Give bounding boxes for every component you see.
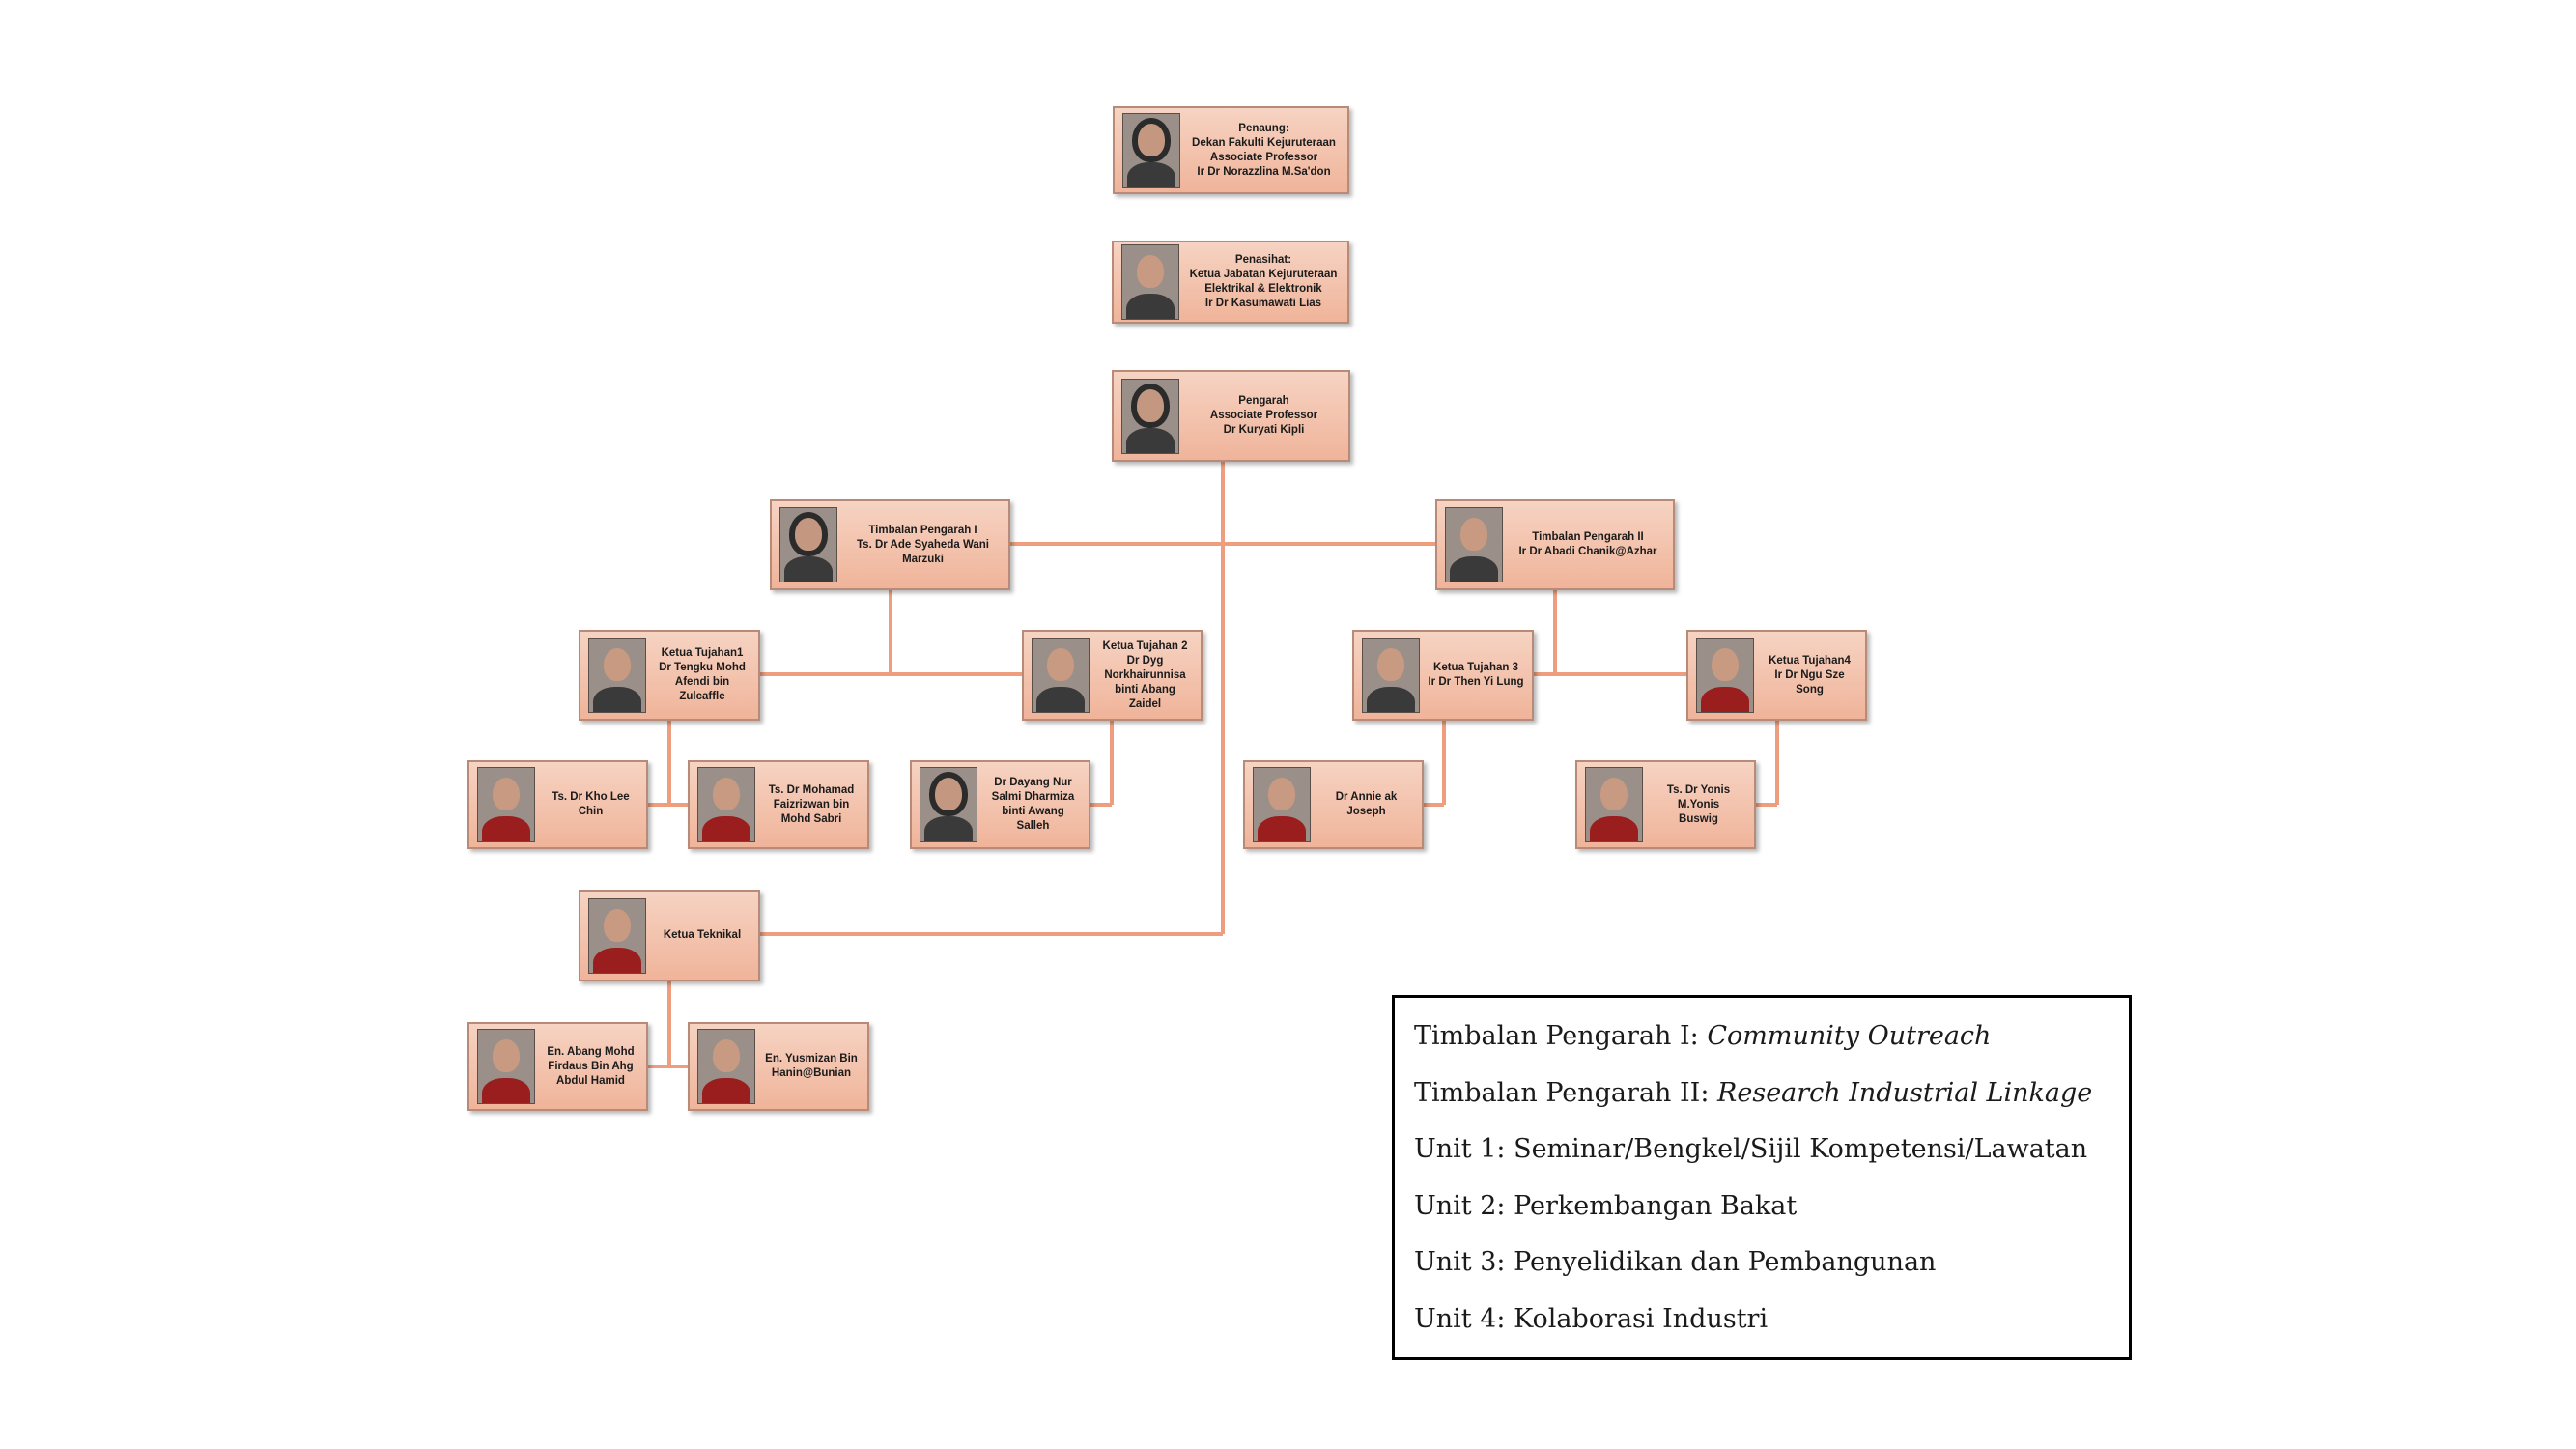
node-label: Penaung: Dekan Fakulti Kejuruteraan Asso… [1192,122,1336,178]
avatar [1362,638,1420,713]
node-member-abang-mohd-firdaus: En. Abang Mohd Firdaus Bin Ahg Abdul Ham… [467,1022,648,1111]
node-label: Dr Annie ak Joseph [1335,791,1398,817]
node-member-dayang-nur-salmi: Dr Dayang Nur Salmi Dharmiza binti Awang… [910,760,1090,849]
avatar [1585,767,1643,842]
node-label: Timbalan Pengarah II Ir Dr Abadi Chanik@… [1518,531,1657,557]
node-timbalan-pengarah-2: Timbalan Pengarah II Ir Dr Abadi Chanik@… [1435,499,1675,590]
node-label: En. Yusmizan Bin Hanin@Bunian [765,1053,858,1079]
node-label: Ts. Dr Mohamad Faizrizwan bin Mohd Sabri [768,783,855,825]
node-label: En. Abang Mohd Firdaus Bin Ahg Abdul Ham… [547,1045,635,1087]
node-ketua-tujahan-1: Ketua Tujahan1 Dr Tengku Mohd Afendi bin… [579,630,760,721]
avatar [477,1029,535,1104]
avatar [1696,638,1754,713]
avatar [1253,767,1311,842]
legend-row: Unit 4: Kolaborasi Industri [1414,1303,1769,1334]
node-label: Pengarah Associate Professor Dr Kuryati … [1209,395,1318,436]
node-member-yonis-buswig: Ts. Dr Yonis M.Yonis Buswig [1575,760,1756,849]
avatar [1121,244,1179,320]
avatar [1121,378,1179,454]
legend-row: Unit 3: Penyelidikan dan Pembangunan [1414,1247,1937,1277]
avatar [588,897,646,974]
node-timbalan-pengarah-1: Timbalan Pengarah I Ts. Dr Ade Syaheda W… [770,499,1010,590]
avatar [588,638,646,713]
legend-row: Unit 1: Seminar/Bengkel/Sijil Kompetensi… [1414,1134,2088,1164]
node-label: Ketua Tujahan 3 Ir Dr Then Yi Lung [1428,662,1524,688]
node-pengarah: Pengarah Associate Professor Dr Kuryati … [1112,370,1350,462]
node-label: Ketua Tujahan4 Ir Dr Ngu Sze Song [1769,654,1851,696]
node-ketua-tujahan-4: Ketua Tujahan4 Ir Dr Ngu Sze Song [1686,630,1867,721]
node-penaung: Penaung: Dekan Fakulti Kejuruteraan Asso… [1113,106,1349,194]
node-label: Ketua Tujahan1 Dr Tengku Mohd Afendi bin… [659,647,746,702]
legend-row: Timbalan Pengarah II: Research Industria… [1414,1077,2093,1108]
node-label: Ts. Dr Kho Lee Chin [552,791,630,817]
node-label: Ts. Dr Yonis M.Yonis Buswig [1666,783,1731,825]
avatar [1032,638,1090,713]
node-ketua-tujahan-2: Ketua Tujahan 2 Dr Dyg Norkhairunnisa bi… [1022,630,1203,721]
avatar [779,507,837,582]
node-member-kho-lee-chin: Ts. Dr Kho Lee Chin [467,760,648,849]
avatar [697,767,755,842]
node-penasihat: Penasihat: Ketua Jabatan Kejuruteraan El… [1112,241,1349,324]
node-member-yusmizan: En. Yusmizan Bin Hanin@Bunian [688,1022,869,1111]
node-label: Penasihat: Ketua Jabatan Kejuruteraan El… [1189,254,1338,309]
node-member-mohamad-faizrizwan: Ts. Dr Mohamad Faizrizwan bin Mohd Sabri [688,760,869,849]
legend-row: Timbalan Pengarah I: Community Outreach [1414,1021,1992,1051]
avatar [697,1029,755,1104]
legend-row: Unit 2: Perkembangan Bakat [1414,1190,1798,1221]
avatar [1445,507,1503,582]
node-member-annie-joseph: Dr Annie ak Joseph [1243,760,1424,849]
avatar [477,767,535,842]
legend-box: Timbalan Pengarah I: Community Outreach … [1392,995,2132,1360]
node-ketua-teknikal: Ketua Teknikal [579,890,760,981]
node-ketua-tujahan-3: Ketua Tujahan 3 Ir Dr Then Yi Lung [1352,630,1534,721]
node-label: Ketua Teknikal [663,929,742,941]
node-label: Ketua Tujahan 2 Dr Dyg Norkhairunnisa bi… [1102,639,1188,710]
node-label: Dr Dayang Nur Salmi Dharmiza binti Awang… [991,777,1075,832]
avatar [1122,112,1180,188]
node-label: Timbalan Pengarah I Ts. Dr Ade Syaheda W… [857,524,989,565]
avatar [920,767,977,842]
